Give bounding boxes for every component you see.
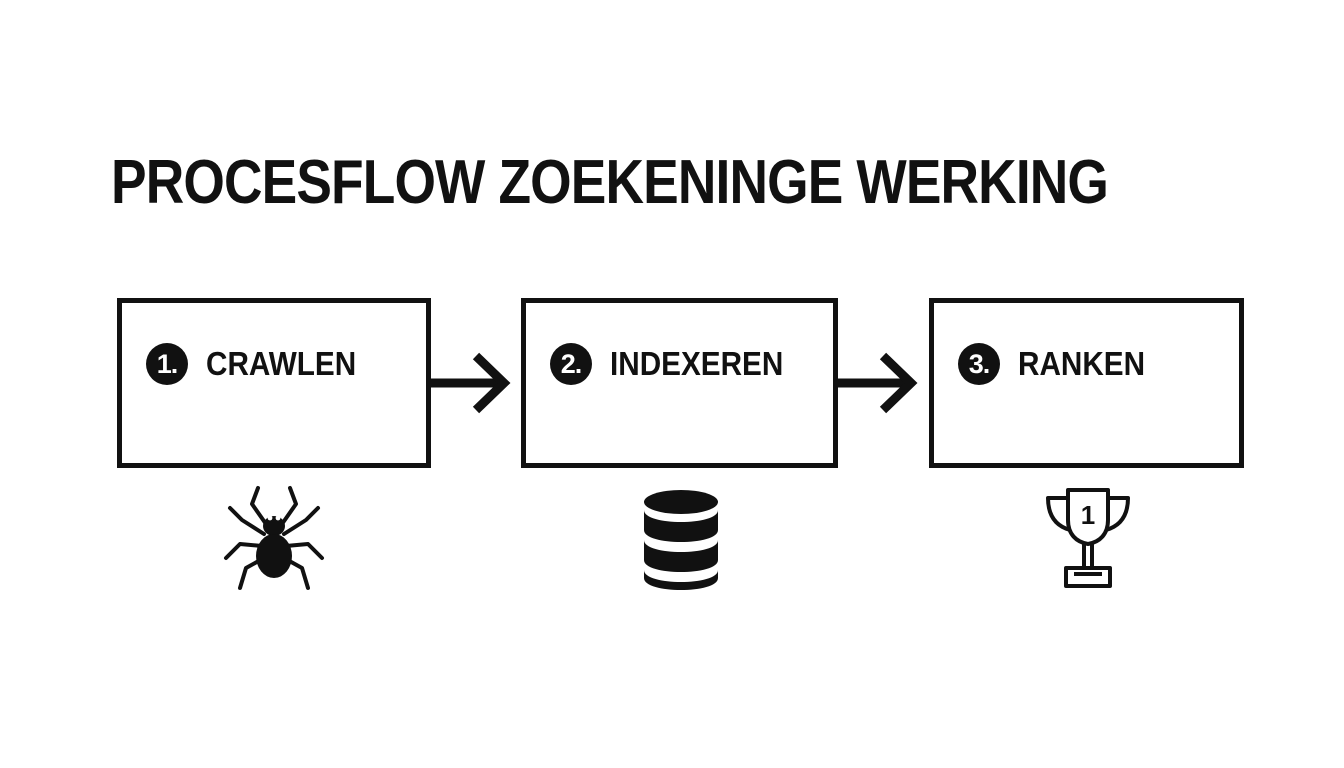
step-label: CRAWLEN <box>206 345 357 382</box>
diagram-title: PROCESFLOW ZOEKENINGE WERKING <box>111 148 1109 217</box>
arrow-right-icon <box>833 352 918 414</box>
step-header: 1. CRAWLEN <box>146 343 373 385</box>
trophy-icon: 1 <box>1046 488 1130 588</box>
step-header: 2. INDEXEREN <box>550 343 803 385</box>
database-icon <box>644 490 718 590</box>
step-header: 3. RANKEN <box>958 343 1159 385</box>
arrow-right-icon <box>426 352 511 414</box>
step-label: RANKEN <box>1018 345 1146 382</box>
trophy-rank-label: 1 <box>1081 500 1095 530</box>
step-number-badge: 2. <box>550 343 592 385</box>
step-number-badge: 1. <box>146 343 188 385</box>
step-box-indexeren: 2. INDEXEREN <box>521 298 838 468</box>
step-box-crawlen: 1. CRAWLEN <box>117 298 431 468</box>
step-number-badge: 3. <box>958 343 1000 385</box>
step-label: INDEXEREN <box>610 345 784 382</box>
step-box-ranken: 3. RANKEN <box>929 298 1244 468</box>
spider-icon <box>224 486 324 590</box>
